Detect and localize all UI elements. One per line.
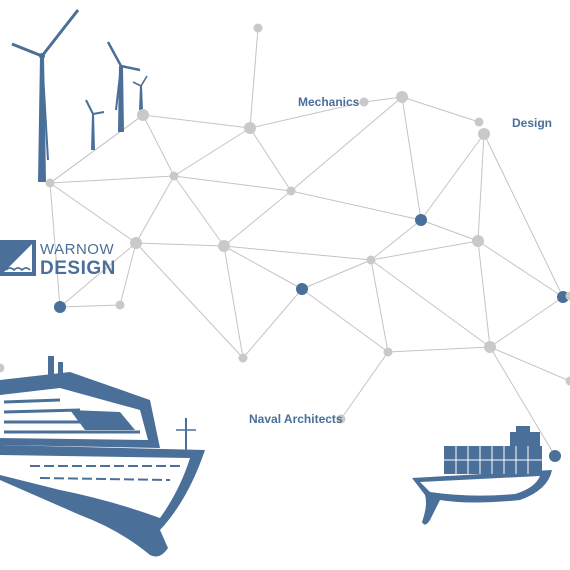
label-mechanics: Mechanics	[298, 95, 360, 109]
network-node	[296, 283, 308, 295]
network-node	[474, 117, 484, 127]
network-edge	[477, 240, 491, 348]
network-edge	[49, 114, 144, 184]
network-node	[565, 291, 570, 301]
network-node	[218, 240, 230, 252]
network-edge	[59, 242, 137, 308]
network-edge	[59, 304, 121, 308]
network-node	[366, 255, 376, 265]
network-node	[336, 414, 346, 424]
network-edge	[477, 133, 485, 242]
network-edge	[142, 114, 175, 177]
network-edge	[489, 346, 570, 382]
network-edge	[290, 190, 422, 221]
network-edge	[420, 219, 479, 242]
cruise-ship-icon	[0, 356, 205, 557]
network-edge	[370, 240, 479, 261]
brand-line-1: WARNOW	[40, 241, 115, 258]
network-node	[137, 109, 149, 121]
warnow-design-logo-icon	[0, 240, 36, 276]
network-node	[396, 91, 408, 103]
network-edge	[290, 96, 403, 192]
network-edge	[249, 127, 292, 192]
network-edge	[249, 101, 365, 129]
network-edge	[119, 242, 137, 306]
network-edge	[142, 114, 251, 129]
network-edge	[363, 96, 403, 103]
network-edge	[49, 175, 175, 184]
network-edge	[173, 175, 225, 247]
network-edge	[135, 242, 225, 247]
network-node	[415, 214, 427, 226]
network-edge	[49, 182, 137, 244]
network-edge	[49, 182, 61, 308]
network-node	[472, 235, 484, 247]
network-edge	[340, 351, 389, 420]
network-edge	[249, 27, 259, 129]
network-edge	[223, 190, 292, 247]
wind-turbines-icon	[11, 9, 148, 182]
network-node	[54, 301, 66, 313]
network-edge	[242, 288, 303, 359]
network-node	[253, 23, 263, 33]
network-edge	[387, 346, 491, 353]
container-ship-icon	[412, 426, 552, 525]
network-node	[238, 353, 248, 363]
brand-wordmark: WARNOW DESIGN	[40, 242, 116, 278]
network-edge	[301, 259, 372, 290]
network-node	[244, 122, 256, 134]
network-edge	[483, 133, 564, 298]
network-edge	[301, 288, 389, 353]
network-edge	[401, 96, 480, 123]
network-node	[484, 341, 496, 353]
network-edge	[223, 245, 244, 359]
network-edge	[223, 245, 303, 290]
network-edge	[370, 219, 422, 261]
brand-line-2: DESIGN	[40, 258, 116, 279]
network-node	[549, 450, 561, 462]
label-design: Design	[512, 116, 553, 130]
network-edge	[370, 259, 389, 353]
network-edge	[477, 240, 564, 298]
network-edge	[370, 259, 491, 348]
network-edge	[173, 127, 251, 177]
network-edge	[135, 175, 175, 244]
network-node	[115, 300, 125, 310]
network-edges	[49, 27, 570, 457]
network-node	[130, 237, 142, 249]
network-edge	[420, 133, 485, 221]
network-node	[0, 363, 5, 373]
network-edge	[489, 296, 564, 348]
network-node	[45, 178, 55, 188]
network-edge	[401, 96, 422, 221]
network-node	[286, 186, 296, 196]
network-edge	[173, 175, 292, 192]
network-edge	[135, 242, 244, 359]
label-naval-architects: Naval Architects	[249, 412, 343, 426]
network-edge	[489, 346, 556, 457]
network-edge	[223, 245, 372, 261]
network-nodes	[0, 23, 570, 462]
network-node	[565, 376, 570, 386]
network-node	[383, 347, 393, 357]
network-node	[478, 128, 490, 140]
network-node	[169, 171, 179, 181]
network-node	[359, 97, 369, 107]
